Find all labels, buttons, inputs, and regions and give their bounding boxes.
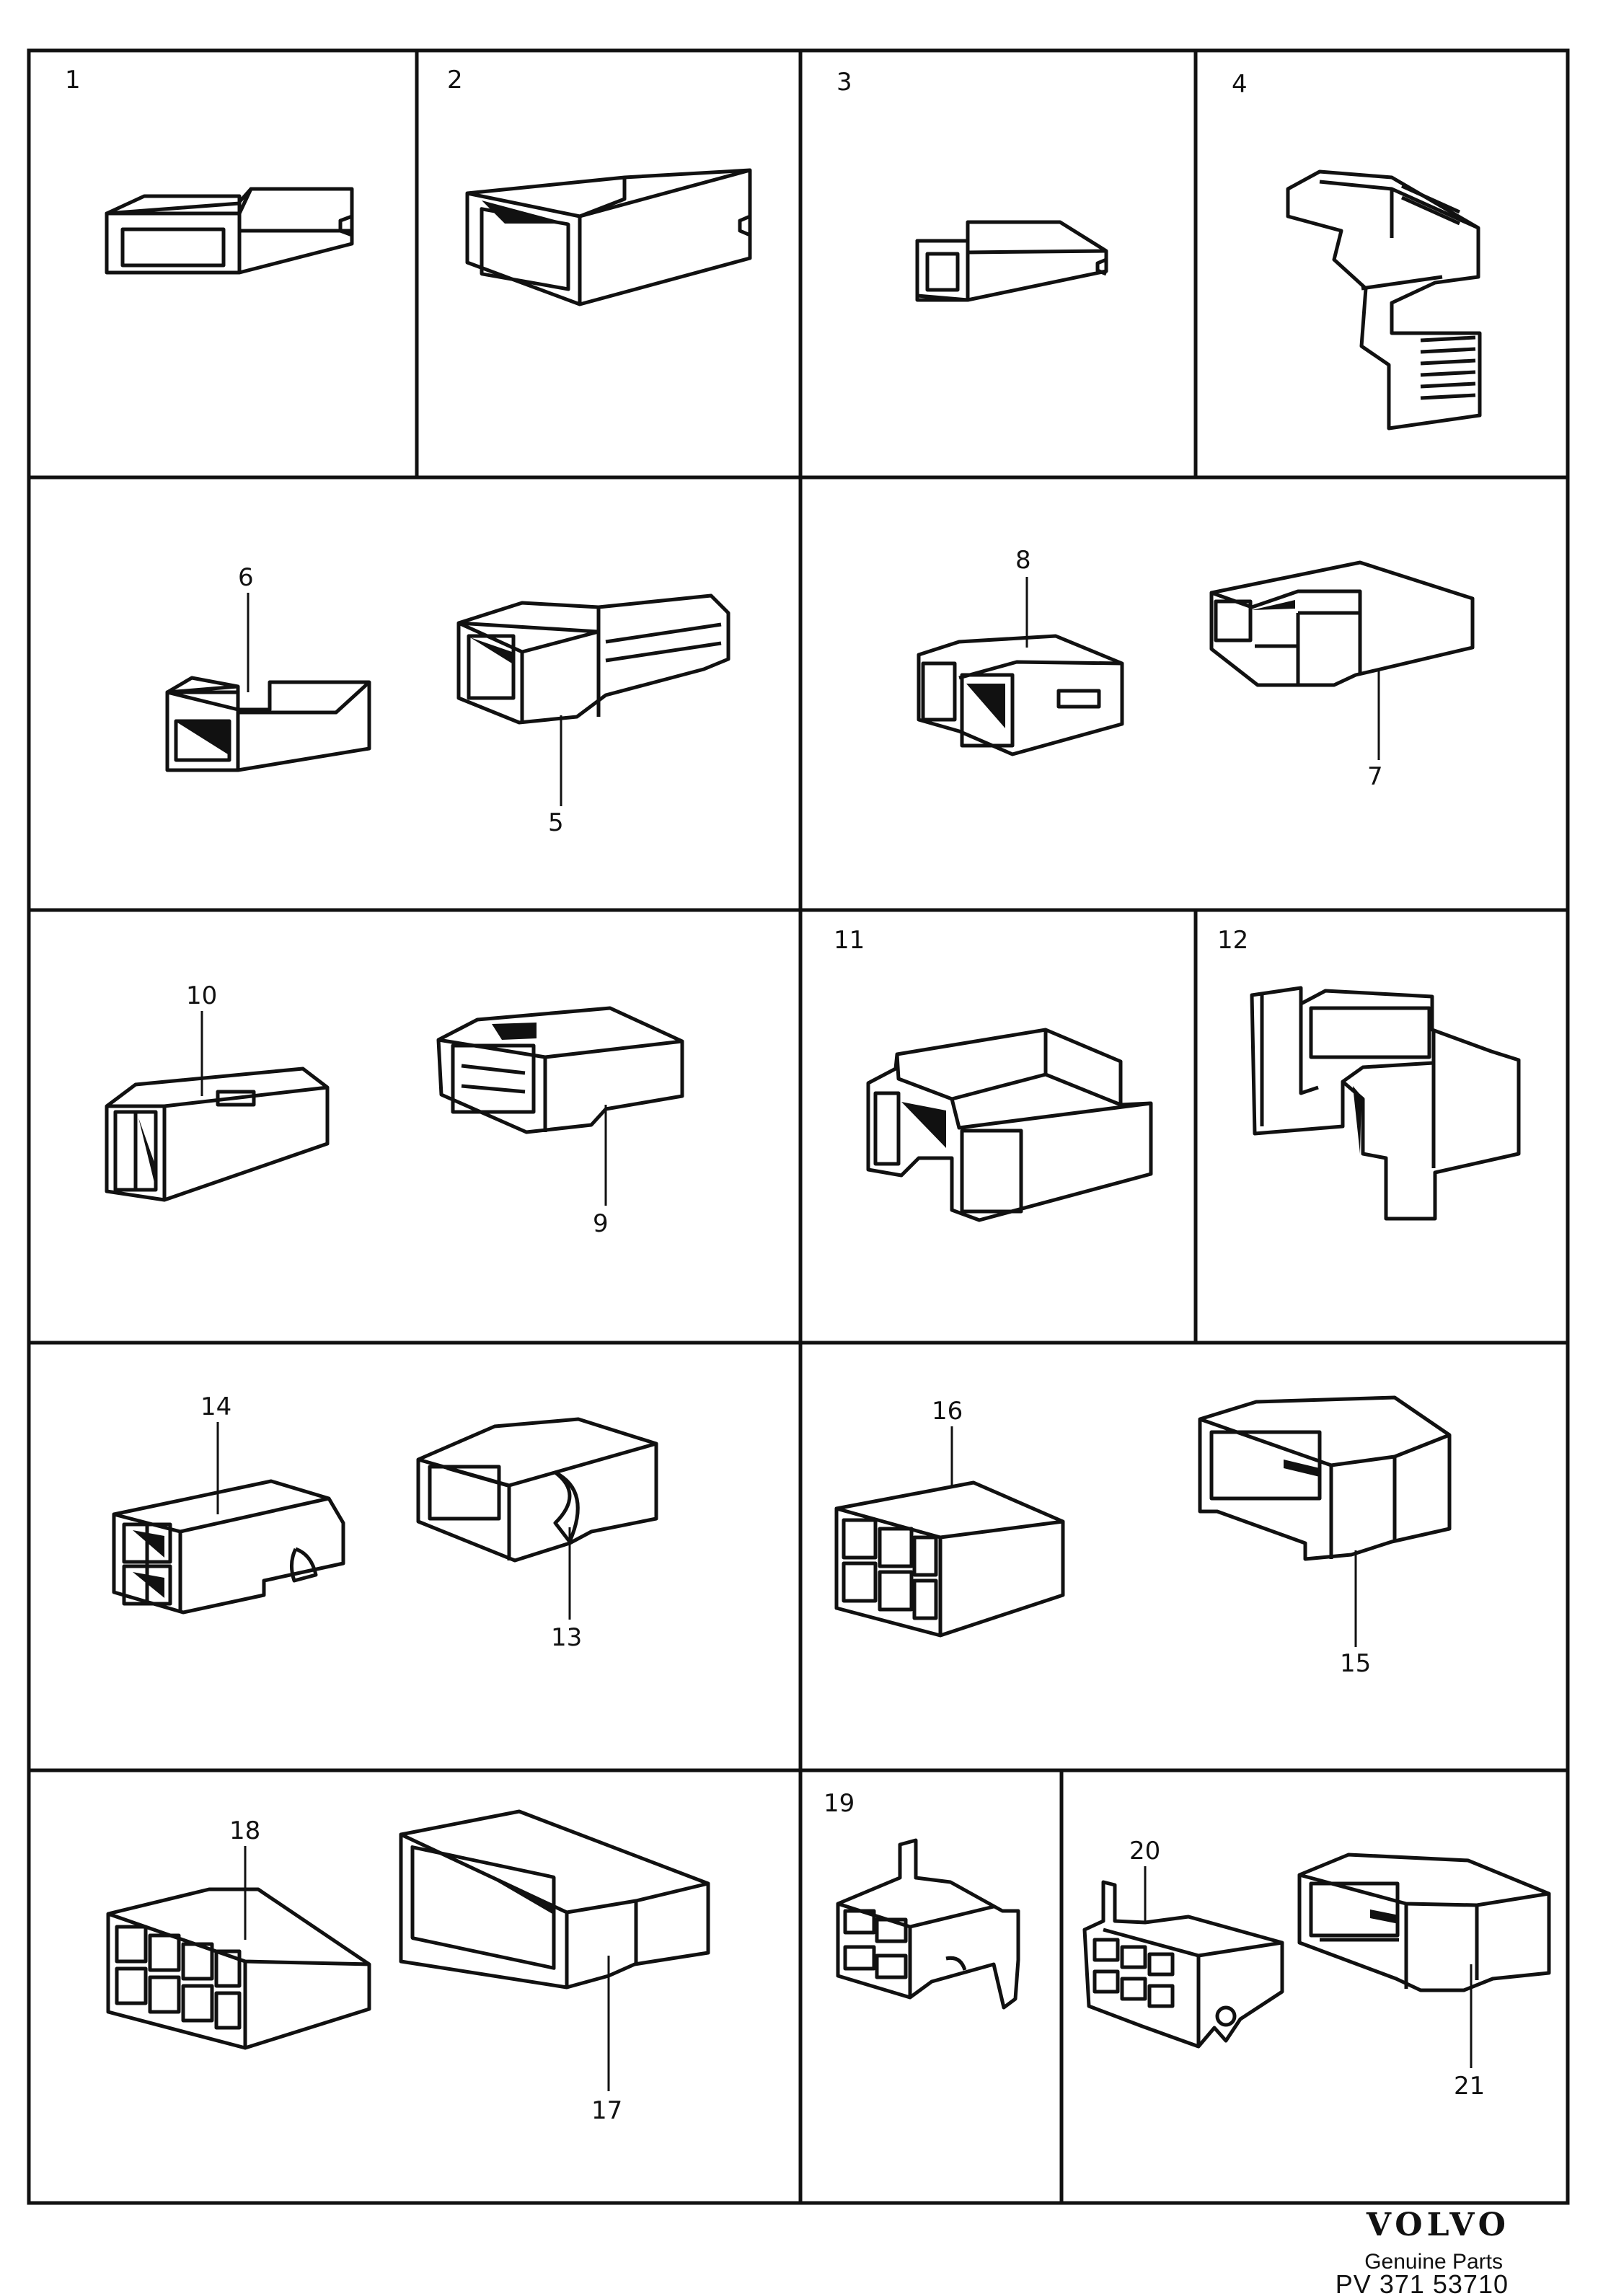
label-9: 9 (593, 1209, 609, 1238)
connector-part-14 (112, 1479, 345, 1615)
label-4: 4 (1232, 70, 1248, 99)
label-15: 15 (1340, 1649, 1371, 1678)
connector-part-20 (1082, 1880, 1284, 2049)
connector-part-6 (165, 676, 371, 772)
connector-part-4 (1286, 169, 1482, 430)
connector-part-7 (1209, 560, 1475, 687)
label-12: 12 (1217, 926, 1248, 955)
connector-part-16 (834, 1480, 1065, 1638)
label-20: 20 (1129, 1837, 1160, 1866)
connector-part-9 (436, 1006, 684, 1134)
connector-part-13 (416, 1417, 658, 1563)
connector-part-8 (917, 634, 1124, 756)
label-11: 11 (834, 926, 865, 955)
label-21: 21 (1454, 2072, 1485, 2101)
connector-part-21 (1297, 1853, 1551, 1992)
connector-part-17 (399, 1809, 710, 1990)
label-16: 16 (932, 1397, 963, 1426)
connector-part-18 (106, 1887, 371, 2050)
label-18: 18 (229, 1816, 260, 1845)
label-17: 17 (591, 2096, 622, 2125)
label-10: 10 (186, 981, 217, 1010)
connector-part-5 (456, 593, 730, 725)
label-5: 5 (548, 808, 564, 837)
connector-part-2 (465, 168, 752, 306)
label-13: 13 (551, 1623, 582, 1652)
brand-block: VOLVO Genuine Parts PV 371 53710 (1336, 2207, 1510, 2296)
label-1: 1 (65, 66, 81, 94)
connector-part-12 (1250, 986, 1521, 1221)
label-8: 8 (1015, 546, 1031, 575)
label-6: 6 (238, 563, 254, 592)
connector-part-3 (915, 220, 1108, 302)
brand-logo: VOLVO (1366, 2207, 1510, 2243)
connector-part-10 (105, 1067, 330, 1202)
label-19: 19 (824, 1789, 855, 1818)
connector-part-15 (1198, 1395, 1452, 1561)
connector-part-11 (866, 1028, 1153, 1222)
brand-tagline: Genuine Parts (1364, 2250, 1503, 2274)
connector-part-19 (836, 1838, 1020, 2010)
label-3: 3 (836, 68, 852, 97)
label-14: 14 (200, 1392, 231, 1421)
label-7: 7 (1367, 762, 1383, 791)
part-number: PV 371 53710 (1336, 2269, 1509, 2296)
connector-part-1 (105, 187, 354, 275)
diagram-grid (27, 48, 1570, 2205)
label-2: 2 (447, 66, 463, 94)
